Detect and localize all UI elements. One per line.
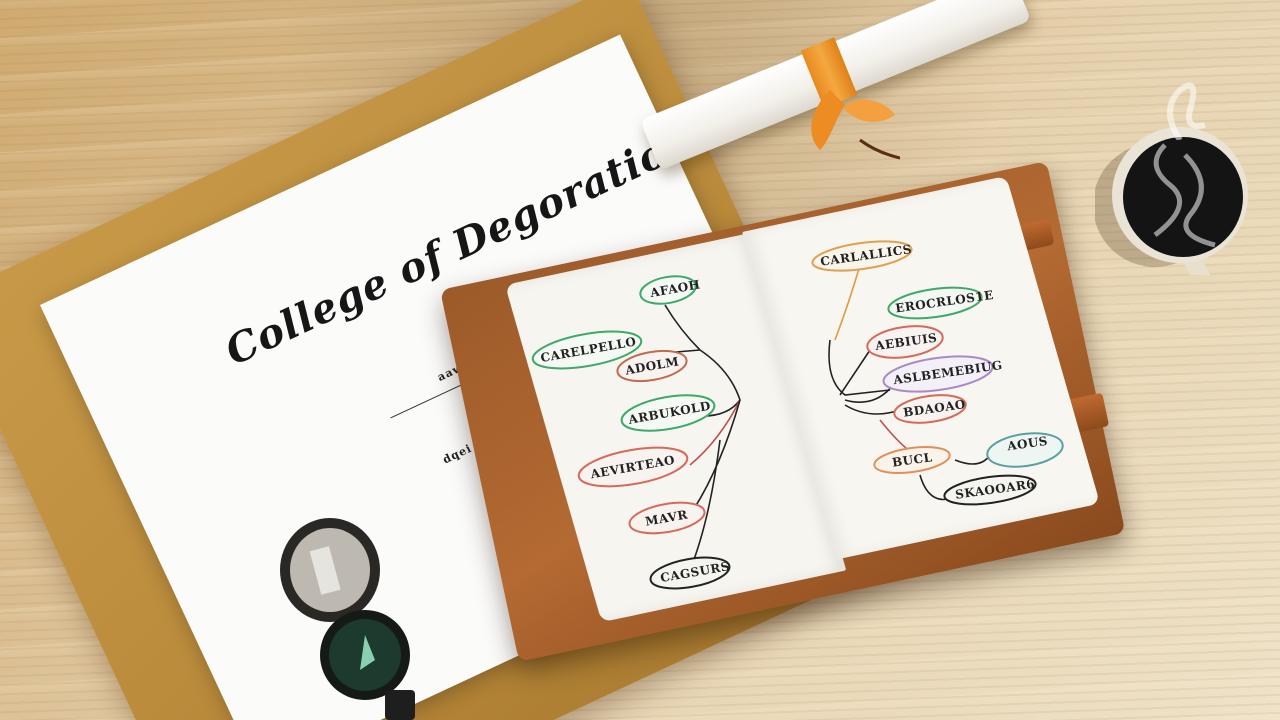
coffee-mug-icon bbox=[1095, 127, 1248, 275]
steam-icon bbox=[1167, 82, 1206, 140]
ribbon-bow-icon bbox=[811, 90, 900, 160]
compass-icon bbox=[280, 518, 415, 720]
